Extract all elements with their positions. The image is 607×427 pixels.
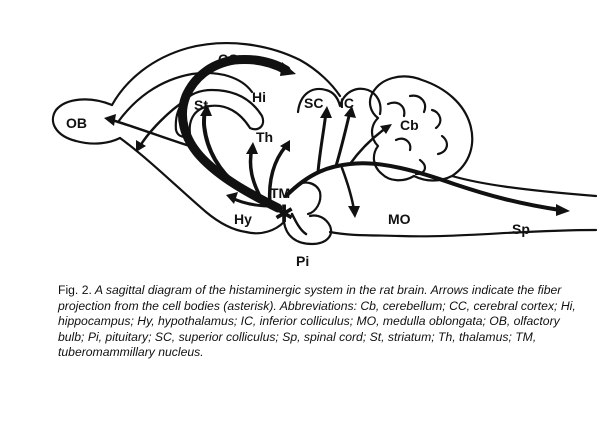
olfactory-bulb-outline	[51, 98, 122, 145]
region-labels: CC St Hi SC IC OB Cb Th TM Hy MO Sp Pi ✱	[66, 51, 530, 269]
fiber-to-pi	[290, 212, 308, 236]
fiber-to-ic	[334, 110, 352, 168]
label-tm: TM	[270, 185, 290, 201]
fiber-to-cortex-rostral	[138, 98, 188, 148]
mammillary-outline	[294, 181, 322, 216]
arrowhead-sc	[320, 106, 332, 118]
label-ic: IC	[340, 95, 354, 111]
fiber-caudal-trunk	[284, 161, 562, 212]
figure-caption: Fig. 2. A sagittal diagram of the histam…	[58, 283, 588, 361]
fiber-to-thalamus-2	[267, 144, 288, 206]
brain-outline	[51, 42, 598, 246]
arrowhead-cortex-rostral	[136, 140, 146, 152]
arrowhead-hy	[226, 192, 238, 204]
label-st: St	[194, 97, 208, 113]
label-sp: Sp	[512, 221, 530, 237]
asterisk-cell-bodies: ✱	[274, 200, 294, 228]
arrowhead-mo	[348, 206, 360, 218]
brainstem-ventral-outline	[328, 228, 598, 238]
arrowhead-th-2	[280, 140, 290, 152]
colliculi-outline	[296, 87, 382, 116]
arrowhead-th	[246, 142, 258, 154]
fiber-to-cb	[348, 126, 388, 166]
cerebellum-outline	[368, 75, 474, 182]
fiber-to-mo	[340, 166, 356, 212]
fiber-to-ob	[110, 118, 198, 150]
label-hy: Hy	[234, 211, 252, 227]
cerebellum-folia	[386, 94, 448, 176]
label-sc: SC	[304, 95, 323, 111]
figure-number: Fig. 2.	[58, 283, 92, 297]
brainstem-dorsal-outline	[450, 174, 598, 198]
label-hi: Hi	[252, 89, 266, 105]
pituitary-outline	[282, 214, 333, 246]
arrowhead-ob	[104, 114, 116, 126]
fiber-to-sc	[316, 110, 328, 174]
fiber-projections	[110, 55, 562, 236]
label-pi: Pi	[296, 253, 309, 269]
arrowhead-st	[200, 104, 212, 116]
arrowhead-cb	[380, 124, 392, 134]
ventral-outline	[118, 136, 286, 235]
caption-text: A sagittal diagram of the histaminergic …	[58, 283, 576, 360]
label-mo: MO	[388, 211, 411, 227]
arrowhead-sp	[556, 204, 570, 216]
label-cb: Cb	[400, 117, 419, 133]
arrowheads	[104, 62, 570, 218]
label-ob: OB	[66, 115, 87, 131]
main-fiber-bundle	[178, 55, 291, 213]
arrowhead-cc	[280, 62, 296, 76]
arrowhead-ic	[344, 106, 356, 118]
brain-sagittal-diagram: CC St Hi SC IC OB Cb Th TM Hy MO Sp Pi ✱	[51, 42, 598, 269]
label-cc: CC	[218, 51, 238, 67]
cortex-outline	[110, 42, 342, 107]
label-th: Th	[256, 129, 273, 145]
cortex-inner-outline	[116, 71, 254, 124]
